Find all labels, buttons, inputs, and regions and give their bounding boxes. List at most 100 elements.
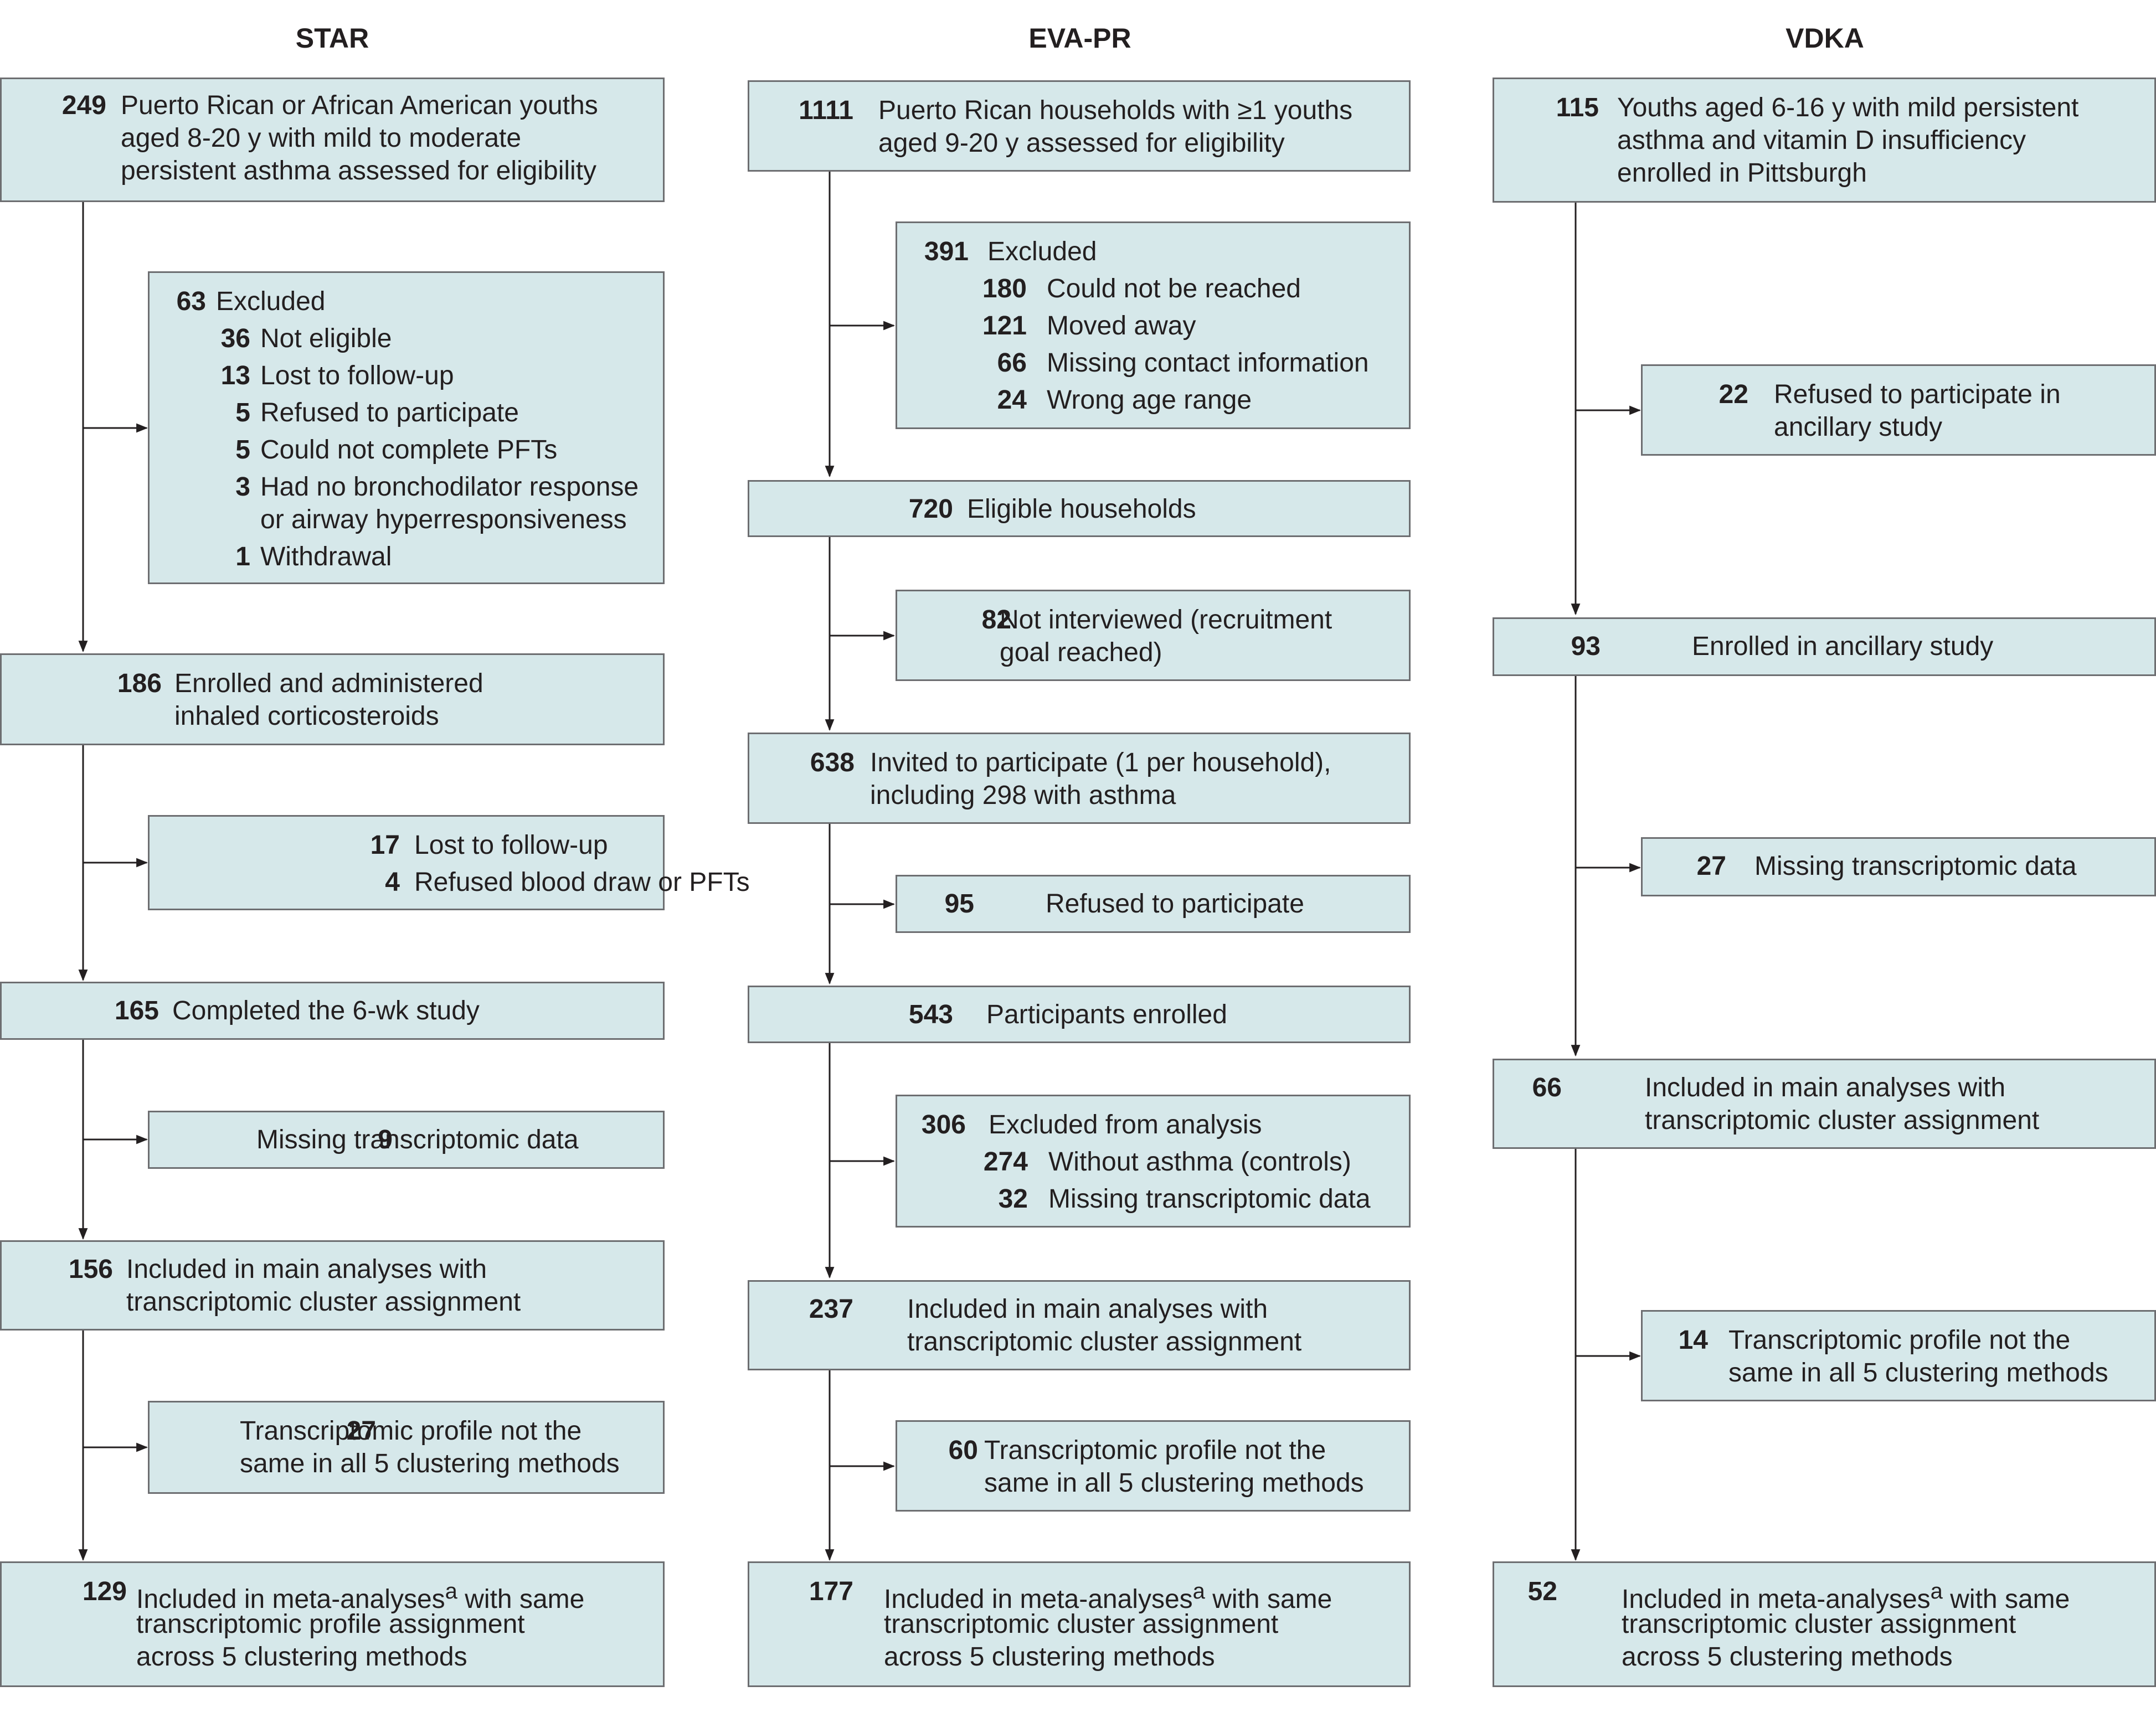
star-assessed-text-3: persistent asthma assessed for eligibili… — [121, 156, 597, 185]
star-main-text-2: transcriptomic cluster assignment — [126, 1287, 521, 1317]
vdka-refused-text-2: ancillary study — [1774, 412, 1943, 442]
star-lost-item-label: Refused blood draw or PFTs — [414, 868, 750, 897]
evapr-excluded-item-label: Wrong age range — [1047, 385, 1252, 415]
vdka-ancillary-label: Enrolled in ancillary study — [1692, 632, 1994, 661]
evapr-excluded-label: Excluded — [987, 237, 1097, 266]
vdka-refused-box: 22 Refused to participate in ancillary s… — [1641, 364, 2156, 456]
vdka-missing-label: Missing transcriptomic data — [1754, 852, 2077, 881]
evapr-meta-text-3: across 5 clustering methods — [884, 1642, 1215, 1672]
vdka-main-text-1: Included in main analyses with — [1645, 1073, 2006, 1102]
vdka-ancillary-box: 93 Enrolled in ancillary study — [1493, 617, 2156, 676]
vdka-meta-text-1: Included in meta-analysesa with same — [1622, 1575, 2070, 1616]
vdka-refused-count: 22 — [1718, 380, 1748, 409]
evapr-not-interviewed-box: 82 Not interviewed (recruitment goal rea… — [896, 590, 1411, 681]
star-missing-box: 9 Missing transcriptomic data — [148, 1111, 665, 1169]
vdka-missing-count: 27 — [1696, 852, 1726, 881]
evapr-profile-text-2: same in all 5 clustering methods — [984, 1468, 1364, 1498]
evapr-enrolled-count: 543 — [908, 1000, 953, 1029]
star-excluded-item-count: 36 — [220, 324, 250, 353]
star-completed-box: 165 Completed the 6-wk study — [0, 982, 665, 1040]
vdka-meta-text-1-pre: Included in meta-analyses — [1622, 1585, 1931, 1614]
vdka-main-box: 66 Included in main analyses with transc… — [1493, 1059, 2156, 1149]
star-excluded-label: Excluded — [216, 287, 326, 316]
vdka-main-text-2: transcriptomic cluster assignment — [1645, 1106, 2040, 1135]
star-assessed-text-2: aged 8-20 y with mild to moderate — [121, 123, 522, 153]
evapr-excluded-item-count: 121 — [982, 311, 1027, 341]
vdka-profile-box: 14 Transcriptomic profile not the same i… — [1641, 1310, 2156, 1401]
vdka-profile-text-1: Transcriptomic profile not the — [1728, 1326, 2071, 1355]
star-main-text-1: Included in main analyses with — [126, 1255, 487, 1284]
vdka-enrolled-pittsburgh-text-1: Youths aged 6-16 y with mild persistent — [1617, 93, 2079, 122]
evapr-eligible-label: Eligible households — [967, 494, 1196, 524]
star-meta-count: 129 — [82, 1577, 127, 1606]
star-missing-count: 9 — [378, 1125, 393, 1154]
star-excluded-item-label: Could not complete PFTs — [260, 435, 558, 465]
star-excluded-item-label: Lost to follow-up — [260, 361, 454, 390]
star-lost-item-label: Lost to follow-up — [414, 831, 608, 860]
evapr-invited-text-1: Invited to participate (1 per household)… — [870, 748, 1331, 777]
vdka-meta-box: 52 Included in meta-analysesa with same … — [1493, 1561, 2156, 1687]
star-meta-text-3: across 5 clustering methods — [136, 1642, 467, 1672]
evapr-main-text-2: transcriptomic cluster assignment — [907, 1327, 1302, 1357]
evapr-invited-count: 638 — [810, 748, 855, 777]
star-excluded-item-count: 13 — [220, 361, 250, 390]
evapr-not-interviewed-text-1: Not interviewed (recruitment — [1000, 605, 1332, 635]
vdka-profile-count: 14 — [1678, 1326, 1708, 1355]
evapr-excluded-item-label: Missing contact information — [1047, 348, 1369, 378]
star-assessed-count: 249 — [61, 91, 106, 120]
evapr-excluded-analysis-item-count: 32 — [998, 1184, 1028, 1214]
star-assessed-box: 249 Puerto Rican or African American you… — [0, 78, 665, 202]
evapr-assessed-text-1: Puerto Rican households with ≥1 youths — [878, 96, 1353, 125]
evapr-invited-text-2: including 298 with asthma — [870, 781, 1176, 810]
evapr-assessed-box: 1111 Puerto Rican households with ≥1 you… — [748, 80, 1411, 172]
evapr-enrolled-label: Participants enrolled — [986, 1000, 1227, 1029]
star-enrolled-text-1: Enrolled and administered — [174, 669, 483, 698]
star-excluded-count: 63 — [176, 287, 206, 316]
vdka-profile-text-2: same in all 5 clustering methods — [1728, 1358, 2108, 1388]
vdka-enrolled-pittsburgh-box: 115 Youths aged 6-16 y with mild persist… — [1493, 78, 2156, 203]
evapr-eligible-count: 720 — [908, 494, 953, 524]
evapr-excluded-analysis-box: 306 Excluded from analysis 274 Without a… — [896, 1095, 1411, 1228]
evapr-excluded-count: 391 — [924, 237, 969, 266]
evapr-main-text-1: Included in main analyses with — [907, 1295, 1268, 1324]
evapr-main-box: 237 Included in main analyses with trans… — [748, 1280, 1411, 1370]
evapr-excluded-box: 391 Excluded 180 Could not be reached 12… — [896, 221, 1411, 429]
vdka-enrolled-pittsburgh-text-3: enrolled in Pittsburgh — [1617, 158, 1867, 188]
evapr-excluded-item-count: 180 — [982, 274, 1027, 303]
footnote-marker: a — [1930, 1579, 1943, 1603]
evapr-excluded-analysis-item-label: Without asthma (controls) — [1048, 1147, 1351, 1177]
star-meta-box: 129 Included in meta-analysesa with same… — [0, 1561, 665, 1687]
vdka-main-count: 66 — [1532, 1073, 1562, 1102]
star-lost-item-count: 17 — [370, 831, 400, 860]
evapr-meta-text-1: Included in meta-analysesa with same — [884, 1575, 1332, 1616]
evapr-meta-box: 177 Included in meta-analysesa with same… — [748, 1561, 1411, 1687]
vdka-meta-text-1-post: with same — [1942, 1585, 2070, 1614]
star-lost-item-count: 4 — [385, 868, 400, 897]
vdka-enrolled-pittsburgh-count: 115 — [1556, 93, 1599, 122]
evapr-not-interviewed-text-2: goal reached) — [1000, 638, 1162, 667]
evapr-meta-text-1-post: with same — [1205, 1585, 1332, 1614]
star-enrolled-box: 186 Enrolled and administered inhaled co… — [0, 653, 665, 745]
star-main-box: 156 Included in main analyses with trans… — [0, 1240, 665, 1331]
evapr-meta-text-1-pre: Included in meta-analyses — [884, 1585, 1193, 1614]
star-excluded-item-count: 5 — [235, 398, 250, 427]
evapr-excluded-analysis-count: 306 — [921, 1110, 966, 1139]
star-profile-box: 27 Transcriptomic profile not the same i… — [148, 1401, 665, 1494]
vdka-meta-count: 52 — [1527, 1577, 1557, 1606]
evapr-not-interviewed-count: 82 — [981, 605, 1011, 635]
star-meta-text-1-post: with same — [457, 1585, 585, 1614]
evapr-excluded-analysis-label: Excluded from analysis — [989, 1110, 1262, 1139]
evapr-refused-box: 95 Refused to participate — [896, 875, 1411, 933]
star-profile-count: 27 — [346, 1416, 376, 1446]
star-profile-text-1: Transcriptomic profile not the — [240, 1416, 582, 1446]
footnote-marker: a — [1192, 1579, 1205, 1603]
evapr-eligible-box: 720 Eligible households — [748, 480, 1411, 537]
star-excluded-item-count: 1 — [235, 542, 250, 571]
star-excluded-item-label: Withdrawal — [260, 542, 392, 571]
star-excluded-item-label: Refused to participate — [260, 398, 519, 427]
star-excluded-item-count: 3 — [235, 472, 250, 502]
evapr-invited-box: 638 Invited to participate (1 per househ… — [748, 733, 1411, 824]
star-main-count: 156 — [68, 1255, 113, 1284]
